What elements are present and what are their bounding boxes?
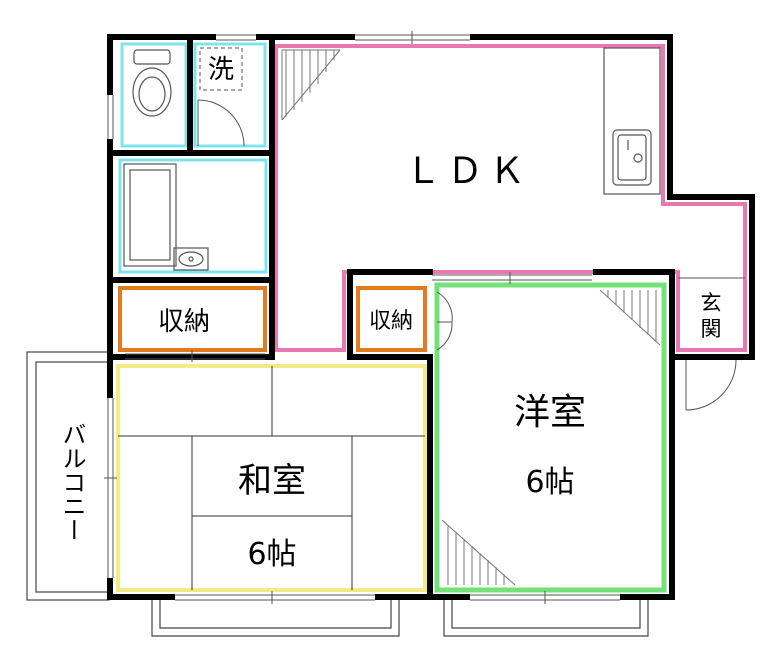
toilet-outline (120, 42, 188, 148)
windows (104, 31, 620, 604)
bath-outline (118, 158, 268, 274)
entrance-label-line1: 玄 (701, 291, 722, 315)
hatch-ldk (281, 49, 341, 121)
storage-left-label: 収納 (158, 307, 210, 337)
bathtub (123, 163, 209, 271)
tatami-lines (118, 366, 425, 590)
toilet-fixture (132, 49, 172, 117)
balcony-label: バルコニー (58, 422, 86, 542)
kitchen-counter (603, 47, 661, 195)
ldk-outline (274, 44, 747, 352)
door-swings (197, 99, 745, 411)
hatch-western-top (599, 289, 661, 346)
western-room-label: 洋室 (514, 392, 586, 433)
hatch-western-bottom (441, 519, 516, 586)
japanese-room-label: 和室 (238, 461, 306, 501)
washroom-outline (193, 42, 267, 148)
western-room-outline (434, 282, 667, 593)
western-room-size: 6帖 (525, 465, 574, 500)
storage-center-label: 収納 (369, 309, 413, 334)
ldk-label: ＬＤＫ (405, 151, 531, 192)
japanese-room-size: 6帖 (247, 537, 296, 572)
bottom-window-sills (151, 600, 649, 637)
entrance-label-line2: 関 (701, 317, 722, 341)
storage-center-outline (356, 286, 427, 352)
washer-label: 洗 (208, 55, 234, 85)
washer-box (199, 47, 243, 91)
